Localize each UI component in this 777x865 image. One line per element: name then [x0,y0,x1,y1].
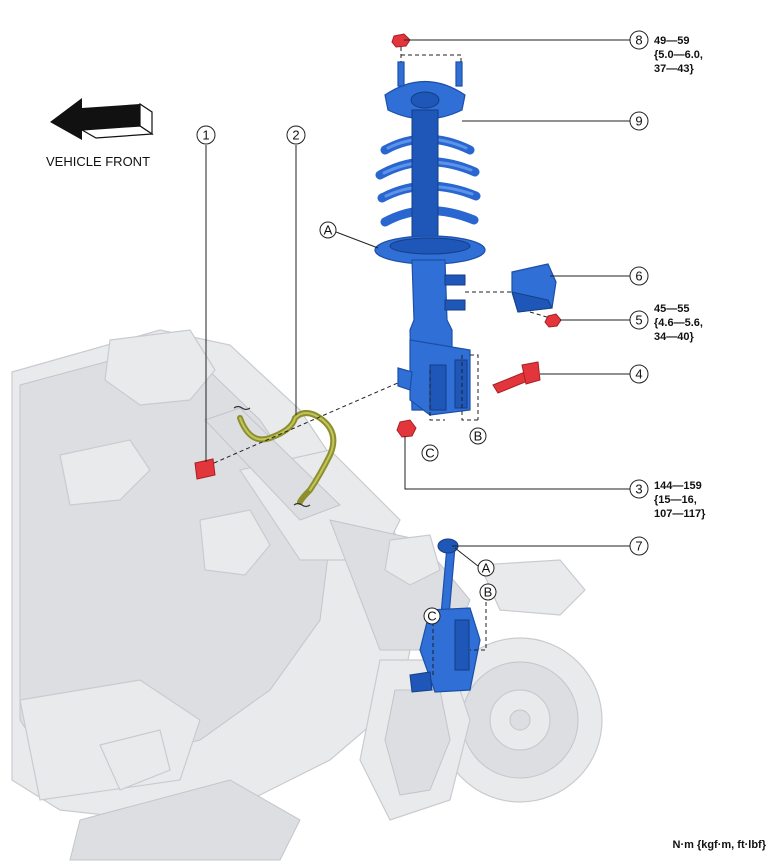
callout-4: 4 [629,364,649,384]
svg-text:2: 2 [292,128,299,143]
svg-text:144—159: 144—159 [654,480,702,492]
svg-text:C: C [425,446,434,461]
stabilizer-bracket [511,263,557,313]
svg-text:6: 6 [635,269,642,284]
letter-c-lower: C [423,607,441,625]
svg-text:107—117}: 107—117} [654,508,706,520]
letter-a-lower: A [477,559,495,577]
svg-text:3: 3 [635,482,642,497]
letter-b-upper: B [469,427,487,445]
svg-text:{5.0—6.0,: {5.0—6.0, [654,49,703,61]
svg-text:49—59: 49—59 [654,35,689,47]
torque-spec-8: 49—59 {5.0—6.0, 37—43} [654,35,703,75]
knuckle-bolt-nut-icon [396,419,417,438]
callout-2: 2 [286,125,306,145]
brake-hose [233,405,337,508]
letter-a-upper: A [319,221,337,239]
svg-text:34—40}: 34—40} [654,331,694,343]
svg-text:37—43}: 37—43} [654,63,694,75]
svg-text:C: C [427,609,436,624]
strut-mount-nut-icon [391,33,411,48]
callout-7: 7 [629,536,649,556]
svg-text:B: B [484,585,493,600]
torque-spec-5: 45—55 {4.6—5.6, 34—40} [654,303,703,343]
vehicle-front-arrow-icon [50,98,154,140]
svg-text:8: 8 [635,33,642,48]
hose-clip-icon [194,458,216,480]
vehicle-front-label: VEHICLE FRONT [46,154,150,169]
callout-8: 8 [629,30,649,50]
stabilizer-control-link [409,538,481,693]
torque-spec-3: 144—159 {15—16, 107—117} [654,480,706,520]
dashed-assembly-lines [213,47,551,678]
svg-text:{4.6—5.6,: {4.6—5.6, [654,317,703,329]
torque-units-label: N·m {kgf·m, ft·lbf} [673,839,767,851]
letter-b-lower: B [479,583,497,601]
svg-text:B: B [474,429,483,444]
strut-bolt-icon [492,361,541,394]
svg-text:{15—16,: {15—16, [654,494,697,506]
svg-text:9: 9 [635,114,642,129]
svg-text:A: A [482,561,491,576]
callout-9: 9 [629,111,649,131]
stabilizer-link-nut-icon [544,313,562,328]
svg-text:5: 5 [635,313,642,328]
svg-text:A: A [324,223,333,238]
callout-5: 5 [629,310,649,330]
leader-lines [205,39,630,567]
strut-assembly [374,61,486,416]
callout-1: 1 [196,125,216,145]
subframe-assembly-ghost [11,329,603,861]
svg-text:45—55: 45—55 [654,303,689,315]
callout-3: 3 [629,479,649,499]
svg-text:4: 4 [635,367,642,382]
svg-text:7: 7 [635,539,642,554]
svg-text:1: 1 [202,128,209,143]
letter-c-upper: C [421,444,439,462]
callout-6: 6 [629,266,649,286]
